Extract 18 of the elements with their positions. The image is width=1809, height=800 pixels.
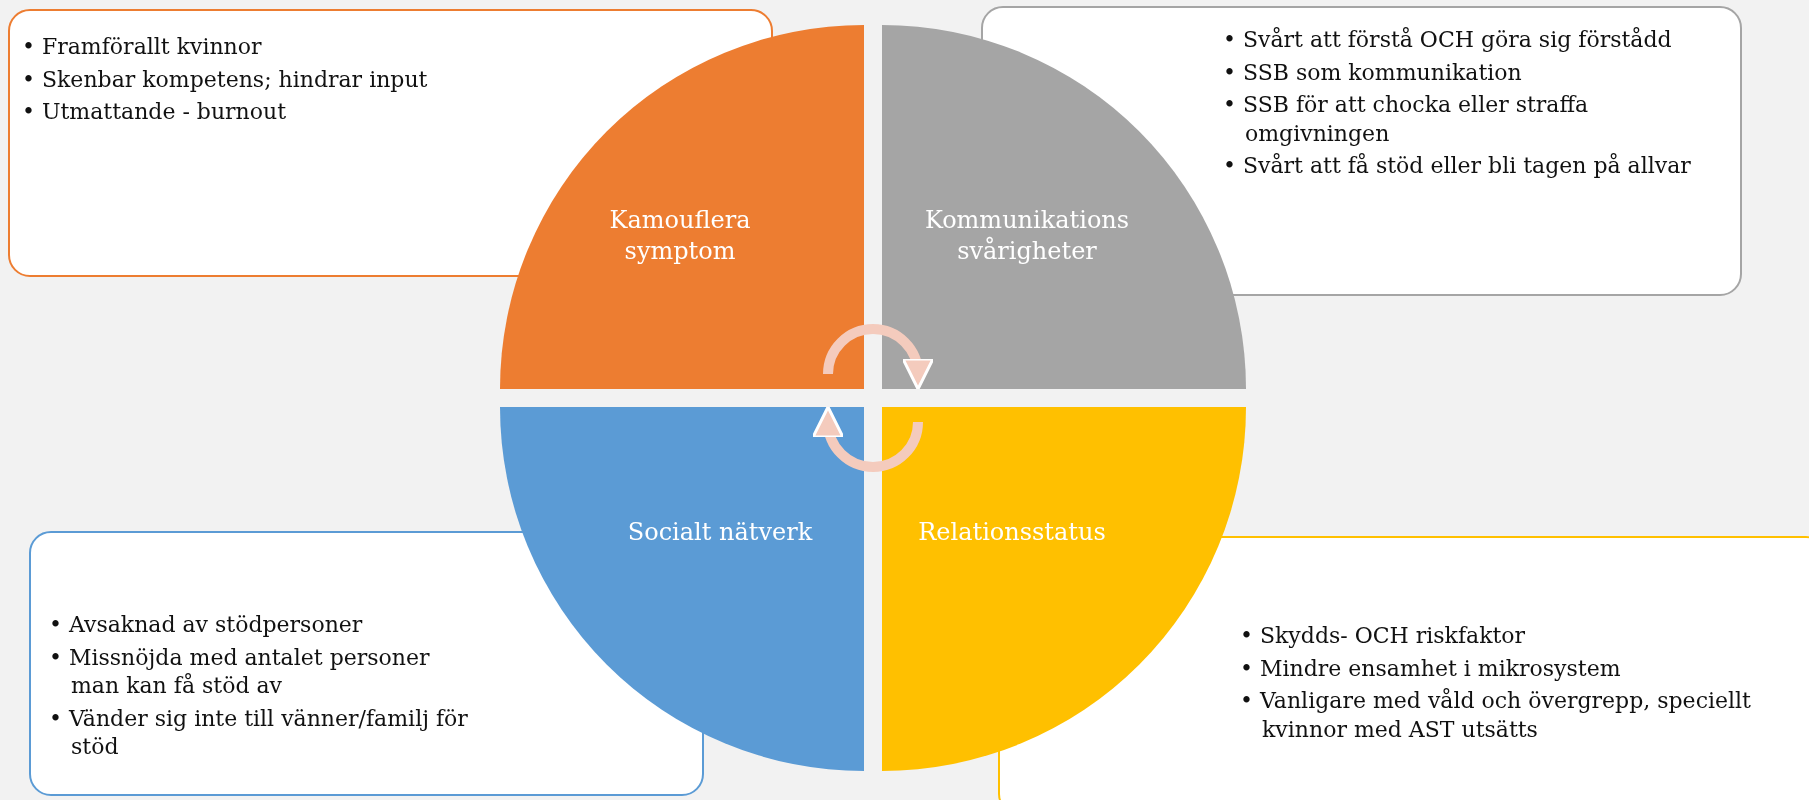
bullet-item: • Skenbar kompetens; hindrar input — [22, 65, 429, 94]
quadrant-label: Socialt nätverk — [626, 517, 814, 548]
quadrant-label: Relationsstatus — [917, 517, 1107, 548]
bullet-item: • Svårt att förstå OCH göra sig förstådd — [1223, 26, 1673, 54]
bullet-item: • Skydds- OCH riskfaktor — [1240, 622, 1527, 650]
bullet-item: • Svårt att få stöd eller bli tagen på allvar — [1223, 152, 1692, 181]
cycle-arrow — [823, 324, 934, 391]
quadrant-label: Kamouflera symptom — [608, 205, 752, 268]
bullet-item: • SSB för att chocka eller straffa omgivningen — [1223, 91, 1590, 148]
bullet-item: • Framförallt kvinnor — [22, 33, 263, 61]
bullet-item: • Vanligare med våld och övergrepp, speciellt kvinnor med AST utsätts — [1240, 687, 1752, 744]
bullet-item: • Avsaknad av stödpersoner — [49, 611, 364, 639]
bullet-item: • Missnöjda med antalet personer man kan få stöd av — [49, 643, 431, 701]
bullet-item: • Mindre ensamhet i mikrosystem — [1240, 654, 1622, 683]
bullet-item: • Utmattande - burnout — [22, 98, 287, 127]
quadrant-label: Kommunikationssvårigheter — [923, 205, 1131, 268]
bullet-item: • SSB som kommunikation — [1223, 58, 1523, 87]
bullet-item: • Vänder sig inte till vänner/familj för stöd — [49, 704, 469, 762]
